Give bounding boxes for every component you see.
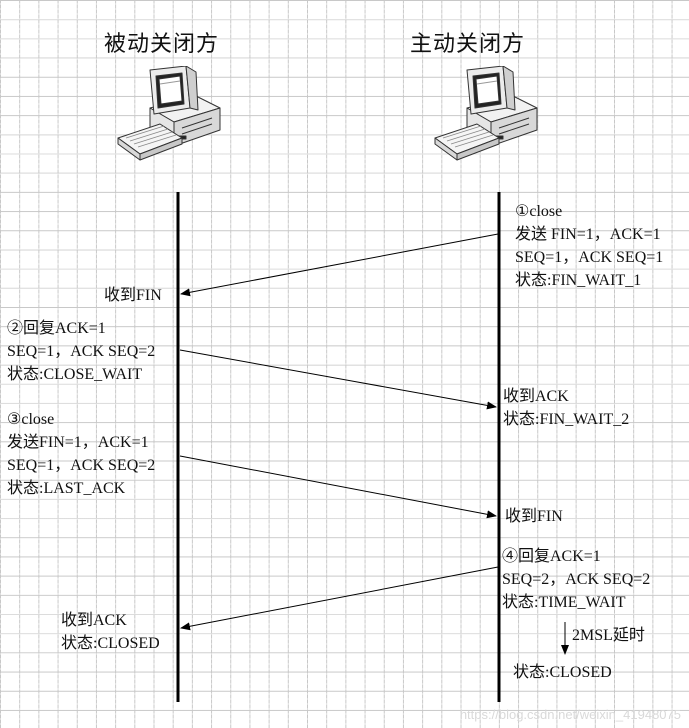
- step3-line: 发送FIN=1，ACK=1: [7, 434, 149, 451]
- step2-line: SEQ=1，ACK SEQ=2: [7, 343, 156, 360]
- passive-closed-line: 收到ACK: [61, 612, 127, 629]
- passive-closed-line: 状态:CLOSED: [61, 635, 160, 652]
- step1-line: SEQ=1，ACK SEQ=1: [515, 249, 664, 266]
- step4-line: ④回复ACK=1: [502, 548, 601, 565]
- active-received-ack-line: 收到ACK: [503, 388, 569, 405]
- computer-icon: [434, 66, 538, 161]
- step3-line: ③close: [7, 411, 55, 428]
- step4-line: 状态:TIME_WAIT: [502, 594, 626, 611]
- passive-closed-label: 收到ACK 状态:CLOSED: [61, 609, 160, 655]
- active-received-ack-label: 收到ACK 状态:FIN_WAIT_2: [503, 385, 629, 431]
- active-received-fin-label: 收到FIN: [505, 508, 563, 525]
- step4-line: SEQ=2，ACK SEQ=2: [502, 571, 651, 588]
- fin-arrow-3: [179, 455, 497, 519]
- step2-line: 状态:CLOSE_WAIT: [7, 366, 143, 383]
- computer-icon: [117, 66, 221, 161]
- delay-label: 2MSL延时: [572, 627, 645, 644]
- active-closed-label: 状态:CLOSED: [513, 664, 612, 681]
- watermark: https://blog.csdn.net/weixin_41948075: [459, 707, 681, 722]
- step1-label: ①close 发送 FIN=1，ACK=1 SEQ=1，ACK SEQ=1 状态…: [515, 200, 663, 292]
- active-closer-title: 主动关闭方: [410, 32, 526, 57]
- step4-label: ④回复ACK=1 SEQ=2，ACK SEQ=2 状态:TIME_WAIT: [502, 545, 650, 614]
- passive-received-fin-label: 收到FIN: [104, 287, 162, 304]
- step3-line: SEQ=1，ACK SEQ=2: [7, 457, 156, 474]
- step1-line: 状态:FIN_WAIT_1: [515, 272, 642, 289]
- ack-arrow-4: [180, 566, 499, 631]
- active-received-ack-line: 状态:FIN_WAIT_2: [503, 411, 630, 428]
- step3-label: ③close 发送FIN=1，ACK=1 SEQ=1，ACK SEQ=2 状态:…: [7, 408, 155, 500]
- step1-line: ①close: [515, 203, 563, 220]
- step2-label: ②回复ACK=1 SEQ=1，ACK SEQ=2 状态:CLOSE_WAIT: [7, 317, 155, 386]
- step3-line: 状态:LAST_ACK: [7, 480, 126, 497]
- ack-arrow-2: [179, 349, 497, 410]
- passive-closer-title: 被动关闭方: [104, 32, 220, 57]
- fin-arrow-1: [180, 233, 499, 297]
- step2-line: ②回复ACK=1: [7, 320, 106, 337]
- step1-line: 发送 FIN=1，ACK=1: [515, 226, 661, 243]
